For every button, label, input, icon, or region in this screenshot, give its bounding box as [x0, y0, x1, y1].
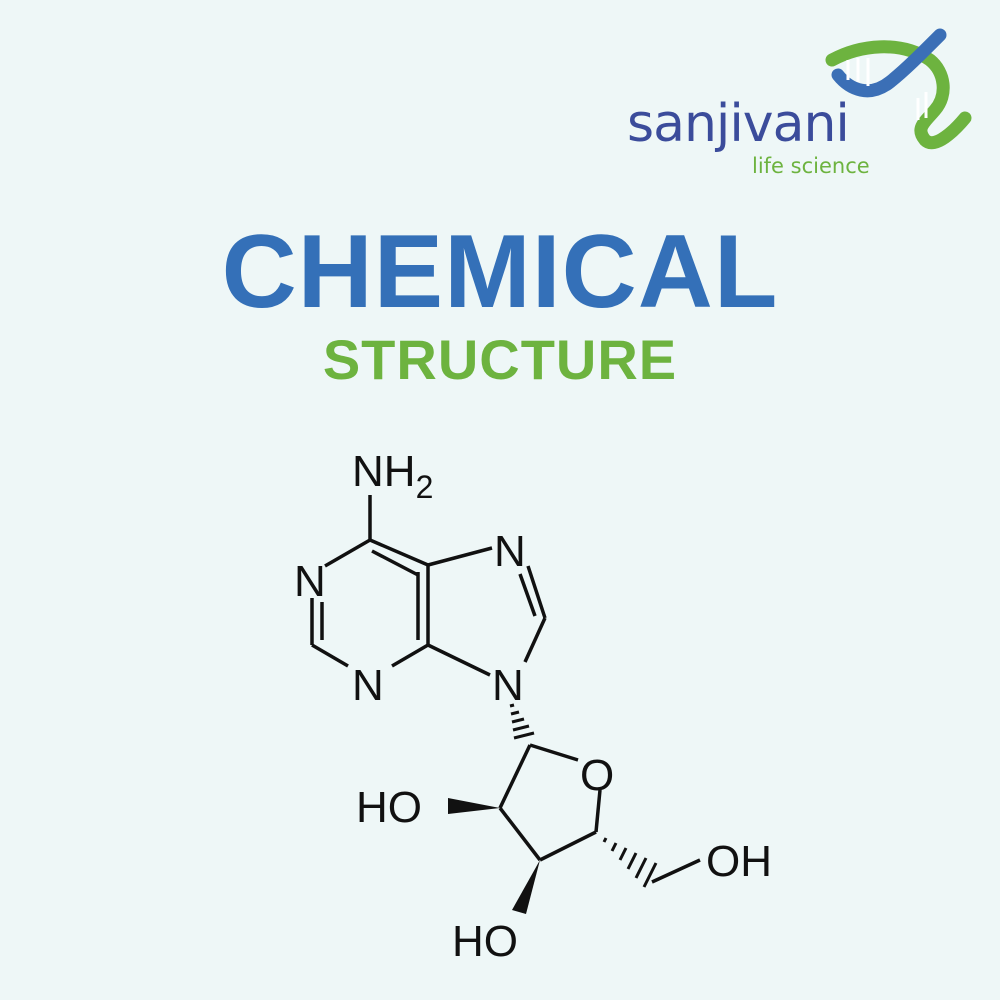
bond-n7-c8-double [518, 573, 537, 617]
bond-c5-c6-double [371, 549, 419, 577]
dna-helix-logo-icon [825, 28, 972, 149]
page-subtitle: STRUCTURE [322, 328, 678, 391]
atom-nh2: NH2 [352, 447, 433, 505]
dna-rungs [846, 58, 928, 120]
bond-c5-c6 [369, 538, 429, 567]
atom-n1: N [294, 557, 326, 606]
wedge-bond-c3-oh [512, 860, 540, 914]
bond-c3-c2 [498, 806, 542, 862]
atom-ho-bottom: HO [452, 917, 518, 966]
wedge-bond-c2-oh [448, 798, 500, 814]
bond-n7-c8 [526, 565, 547, 619]
atom-n9: N [492, 661, 524, 710]
bond-c5-oh [651, 858, 701, 884]
bond-c5-n7 [427, 546, 493, 567]
bond-c4-c3 [539, 830, 597, 862]
page-title: CHEMICAL [221, 214, 779, 330]
brand-name-text: sanjivani [627, 94, 850, 154]
bond-c6-n1 [324, 538, 371, 568]
hashed-bond-c4-c5 [602, 837, 658, 888]
bond-n3-c4 [391, 643, 429, 668]
bond-c8-n9 [523, 617, 547, 663]
atom-o-ring: O [580, 751, 614, 800]
bond-o4-c4 [594, 789, 602, 833]
atom-n3: N [352, 661, 384, 710]
bond-c2-c1 [498, 744, 532, 809]
atom-n7: N [494, 527, 526, 576]
brand-name: sanjivani [627, 98, 850, 150]
bond-c1-o4 [529, 743, 579, 762]
bond-c2-n3 [311, 643, 349, 668]
dna-green-strand [825, 40, 972, 149]
brand-tagline: life science [752, 154, 870, 178]
dna-blue-strand [831, 28, 947, 98]
atom-ho-left: HO [356, 783, 422, 832]
bond-n9-c4 [427, 643, 491, 677]
hashed-bond-n9-c1 [509, 703, 535, 740]
atom-oh-right: OH [706, 837, 772, 886]
